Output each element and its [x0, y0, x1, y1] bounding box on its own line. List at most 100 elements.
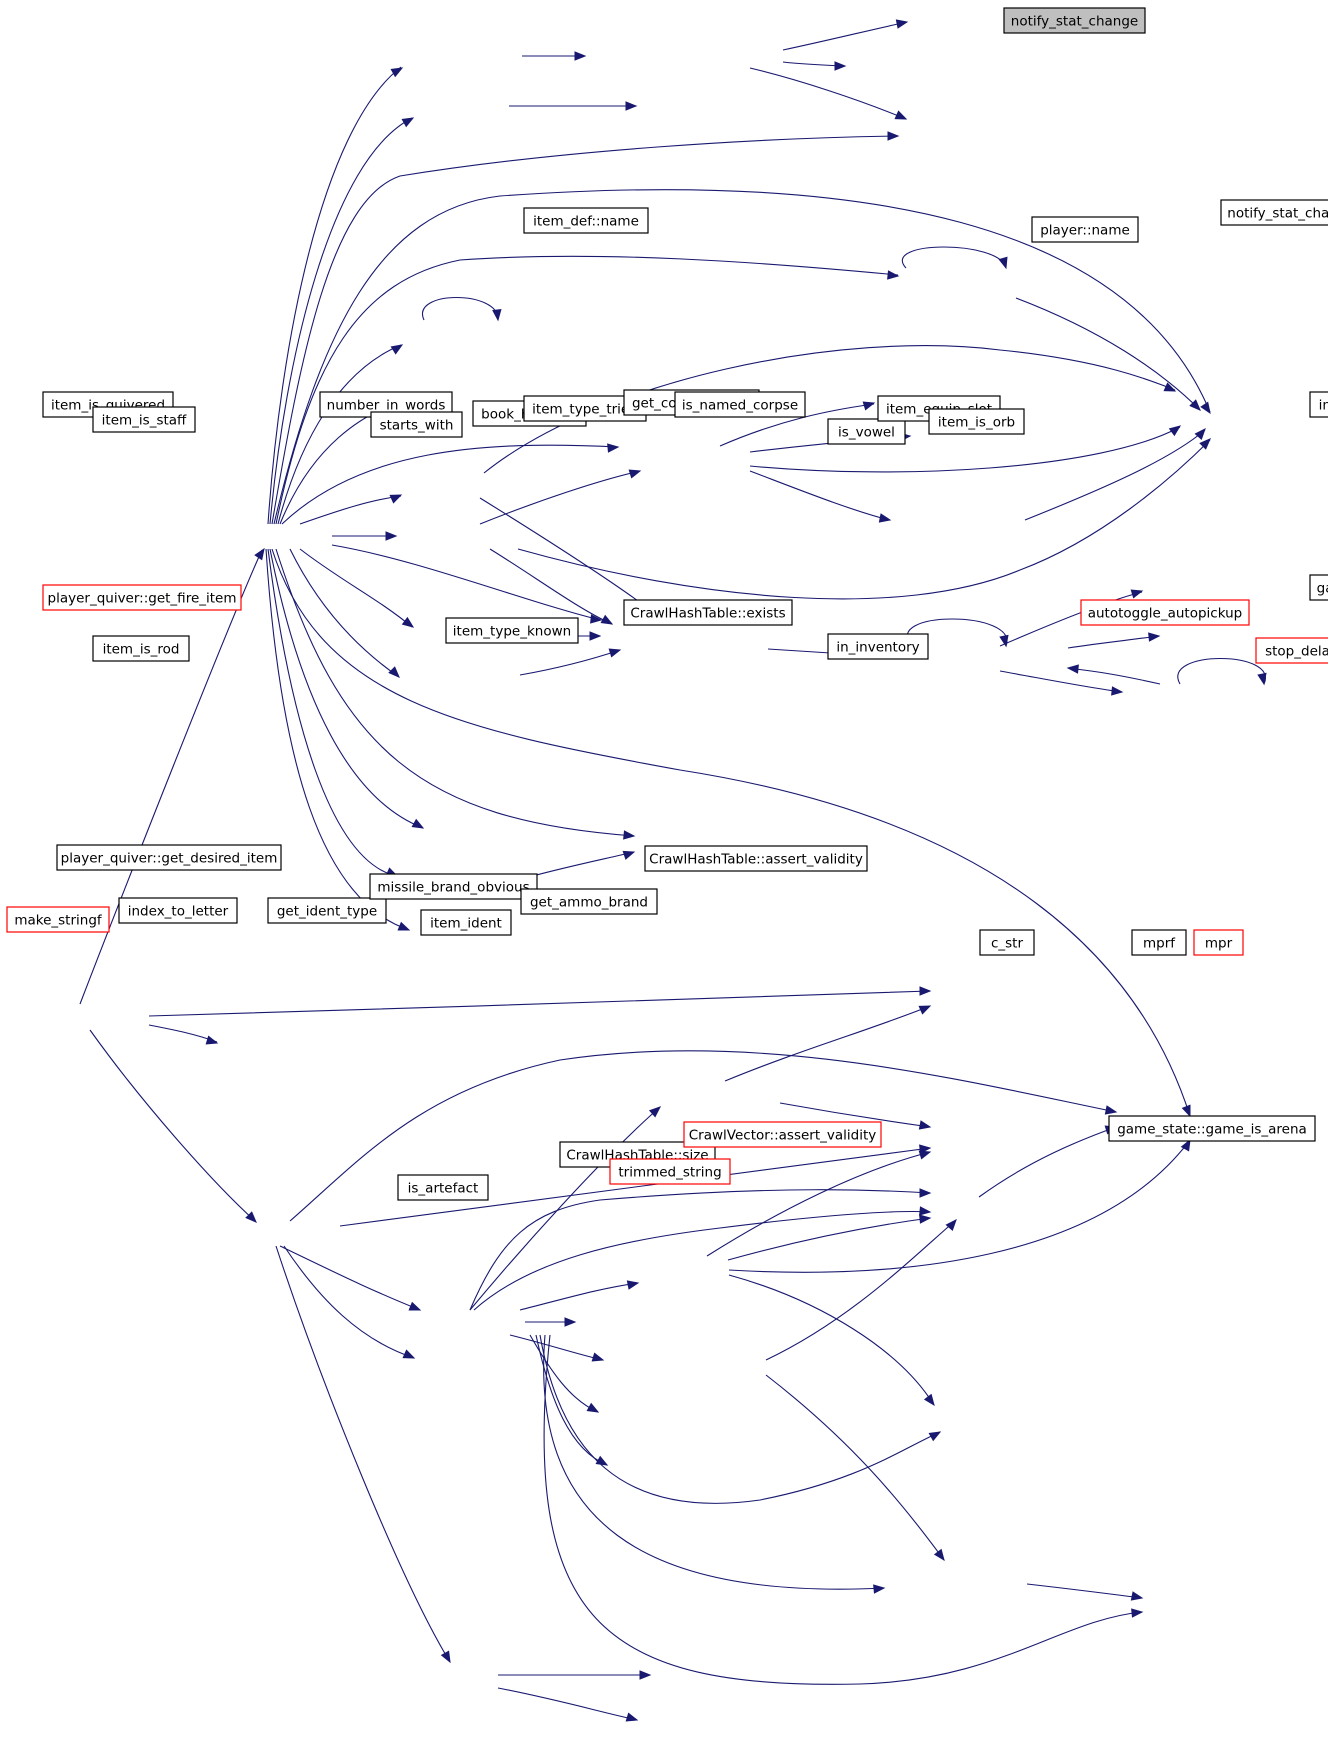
- arrowhead-icon: [401, 616, 415, 628]
- node-item-is-rod[interactable]: item_is_rod: [92, 635, 190, 662]
- node-missile-brand-obvious[interactable]: missile_brand_obvious: [369, 873, 538, 900]
- node-mprf[interactable]: mprf: [1131, 929, 1187, 956]
- node-starts-with[interactable]: starts_with: [370, 411, 463, 438]
- node-box[interactable]: [56, 844, 282, 871]
- edge-line: [902, 246, 1007, 269]
- node-crawl-hash-exists[interactable]: CrawlHashTable::exists: [623, 599, 793, 626]
- node-box[interactable]: [683, 1121, 882, 1148]
- node-box[interactable]: [267, 897, 387, 924]
- arrowhead-icon: [1180, 1138, 1191, 1152]
- node-box[interactable]: [523, 207, 649, 234]
- node-item-type-known[interactable]: item_type_known: [445, 617, 579, 644]
- node-is-named-corpse[interactable]: is_named_corpse: [674, 391, 806, 418]
- node-label: item_is_rod: [103, 642, 180, 658]
- node-box[interactable]: [6, 906, 110, 933]
- node-mpr[interactable]: mpr: [1193, 929, 1244, 956]
- node-box[interactable]: [1309, 574, 1328, 601]
- arrowhead-icon: [625, 1712, 639, 1722]
- edge-line: [1015, 297, 1201, 411]
- edge-line: [89, 1029, 256, 1222]
- node-item-def-name[interactable]: item_def::name: [523, 207, 649, 234]
- node-box[interactable]: [1031, 216, 1139, 243]
- node-autotoggle-autopickup[interactable]: autotoggle_autopickup: [1080, 599, 1250, 626]
- node-box[interactable]: [827, 418, 906, 445]
- arrowhead-icon: [388, 666, 400, 678]
- node-is-artefact[interactable]: is_artefact: [397, 1174, 489, 1201]
- node-box[interactable]: [369, 873, 538, 900]
- node-box[interactable]: [644, 845, 868, 872]
- node-box[interactable]: [520, 888, 658, 915]
- arrowhead-icon: [564, 1317, 577, 1327]
- node-c-str[interactable]: c_str: [979, 929, 1035, 956]
- node-get-ammo-brand[interactable]: get_ammo_brand: [520, 888, 658, 915]
- node-stop-delay[interactable]: stop_delay: [1255, 637, 1328, 664]
- node-box[interactable]: [1309, 391, 1328, 418]
- node-box[interactable]: [420, 909, 512, 936]
- node-notify-stat-change[interactable]: notify_stat_change: [1003, 7, 1146, 34]
- edge-line: [519, 649, 621, 676]
- node-box[interactable]: [397, 1174, 489, 1201]
- node-box[interactable]: [1003, 7, 1146, 34]
- node-game-state-is-repeating-cmd[interactable]: game_state::is_repeating_cmd: [1309, 574, 1328, 601]
- node-item-ident[interactable]: item_ident: [420, 909, 512, 936]
- edge-line: [79, 549, 263, 1005]
- edge-line: [727, 1217, 931, 1261]
- arrowhead-icon: [919, 1214, 932, 1224]
- node-box[interactable]: [1255, 637, 1328, 664]
- node-box[interactable]: [370, 411, 463, 438]
- edge-notify_stat_change2-to-stat_desc: [283, 1245, 416, 1359]
- arrowhead-icon: [1194, 427, 1206, 441]
- arrowhead-icon: [1200, 401, 1211, 415]
- node-box[interactable]: [1080, 599, 1250, 626]
- node-label: starts_with: [380, 418, 454, 434]
- node-box[interactable]: [928, 408, 1025, 435]
- node-box[interactable]: [1108, 1115, 1316, 1142]
- node-label: game_state::game_is_arena: [1117, 1122, 1307, 1138]
- node-item-is-orb[interactable]: item_is_orb: [928, 408, 1025, 435]
- node-box[interactable]: [445, 617, 579, 644]
- node-box[interactable]: [118, 897, 238, 924]
- node-box[interactable]: [609, 1158, 731, 1185]
- arrowhead-icon: [390, 344, 404, 355]
- node-trimmed-string[interactable]: trimmed_string: [609, 1158, 731, 1185]
- node-box[interactable]: [1220, 199, 1328, 226]
- node-box[interactable]: [1193, 929, 1244, 956]
- node-player-quiver-get-fire-item[interactable]: player_quiver::get_fire_item: [42, 584, 242, 611]
- node-player-quiver-get-desired-item[interactable]: player_quiver::get_desired_item: [56, 844, 282, 871]
- node-interrupt-activity[interactable]: interrupt_activity: [1309, 391, 1328, 418]
- edge-line: [267, 548, 397, 877]
- node-crawl-hash-assert-validity[interactable]: CrawlHashTable::assert_validity: [644, 845, 868, 872]
- edge-stop_delay-to-mprf: [706, 1150, 932, 1257]
- node-box[interactable]: [92, 635, 190, 662]
- node-index-to-letter[interactable]: index_to_letter: [118, 897, 238, 924]
- node-box[interactable]: [92, 406, 196, 433]
- node-is-vowel[interactable]: is_vowel: [827, 418, 906, 445]
- node-box[interactable]: [979, 929, 1035, 956]
- node-crawl-vector-assert-validity[interactable]: CrawlVector::assert_validity: [683, 1121, 882, 1148]
- edge-line: [469, 1189, 931, 1311]
- node-box[interactable]: [42, 584, 242, 611]
- node-game-state-game-is-arena[interactable]: game_state::game_is_arena: [1108, 1115, 1316, 1142]
- edge-is_named_corpse-to-crawl_hash_exists: [519, 648, 622, 676]
- node-label: make_stringf: [14, 913, 103, 929]
- node-player-name[interactable]: player::name: [1031, 216, 1139, 243]
- node-item-type-tried[interactable]: item_type_tried: [523, 395, 647, 422]
- node-box[interactable]: [827, 633, 929, 660]
- edge-item_is_quivered-to-player_quiver_get_fire_item: [522, 51, 587, 61]
- arrowhead-icon: [607, 443, 620, 453]
- node-label: c_str: [991, 936, 1023, 952]
- arrowhead-icon: [945, 1218, 957, 1232]
- node-box[interactable]: [623, 599, 793, 626]
- node-item-is-staff[interactable]: item_is_staff: [92, 406, 196, 433]
- node-notify-stat-change2[interactable]: notify_stat_change: [1220, 199, 1328, 226]
- node-make-stringf[interactable]: make_stringf: [6, 906, 110, 933]
- arrowhead-icon: [887, 270, 900, 280]
- node-label: item_type_known: [453, 624, 571, 640]
- arrowhead-icon: [586, 1402, 600, 1413]
- edge-line: [289, 1050, 1117, 1222]
- node-in-inventory[interactable]: in_inventory: [827, 633, 929, 660]
- node-box[interactable]: [1131, 929, 1187, 956]
- arrowhead-icon: [390, 67, 404, 78]
- node-box[interactable]: [674, 391, 806, 418]
- node-get-ident-type[interactable]: get_ident_type: [267, 897, 387, 924]
